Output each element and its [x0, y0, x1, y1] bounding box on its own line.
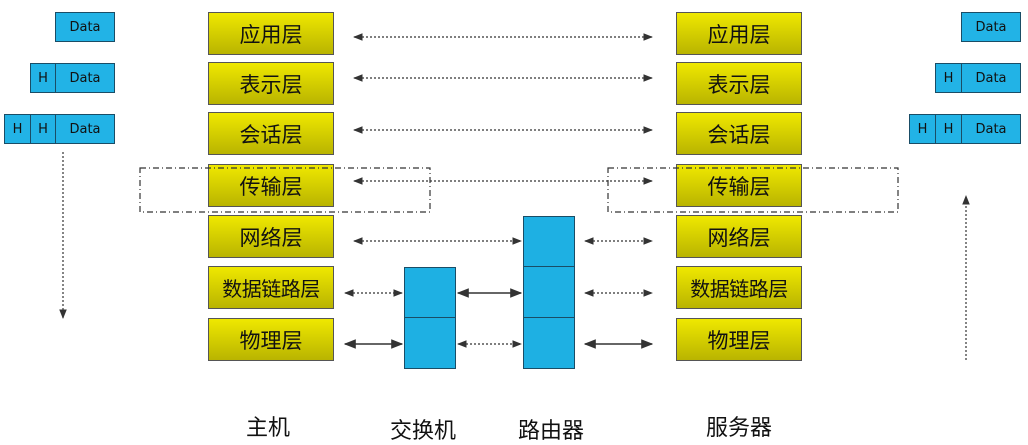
server-layer-datalink: 数据链路层 [676, 266, 802, 309]
server-layer-application: 应用层 [676, 12, 802, 55]
host-layer-network: 网络层 [208, 215, 334, 258]
server-packet-3-header-2: H [935, 114, 962, 144]
host-layer-session: 会话层 [208, 112, 334, 155]
switch-label: 交换机 [390, 419, 457, 444]
host-layer-datalink: 数据链路层 [208, 266, 334, 309]
switch-physical-block [404, 317, 456, 369]
router-label: 路由器 [518, 419, 585, 444]
server-packet-1-data: Data [961, 12, 1021, 42]
host-packet-3-data: Data [55, 114, 115, 144]
server-layer-transport: 传输层 [676, 164, 802, 207]
host-layer-application: 应用层 [208, 12, 334, 55]
server-packet-2-header: H [935, 63, 962, 93]
host-transport-highlight [139, 167, 431, 213]
server-packet-2-data: Data [961, 63, 1021, 93]
server-packet-3-data: Data [961, 114, 1021, 144]
host-layer-physical: 物理层 [208, 318, 334, 361]
host-layer-transport: 传输层 [208, 164, 334, 207]
server-label: 服务器 [706, 416, 773, 441]
host-label: 主机 [246, 416, 291, 441]
server-layer-network: 网络层 [676, 215, 802, 258]
server-layer-physical: 物理层 [676, 318, 802, 361]
host-packet-1-data: Data [55, 12, 115, 42]
host-packet-3-header-1: H [4, 114, 31, 144]
router-network-block [523, 216, 575, 267]
server-layer-presentation: 表示层 [676, 62, 802, 105]
server-layer-session: 会话层 [676, 112, 802, 155]
host-packet-2-data: Data [55, 63, 115, 93]
server-transport-highlight [607, 167, 899, 213]
host-packet-3-header-2: H [30, 114, 56, 144]
router-physical-block [523, 317, 575, 369]
host-layer-presentation: 表示层 [208, 62, 334, 105]
